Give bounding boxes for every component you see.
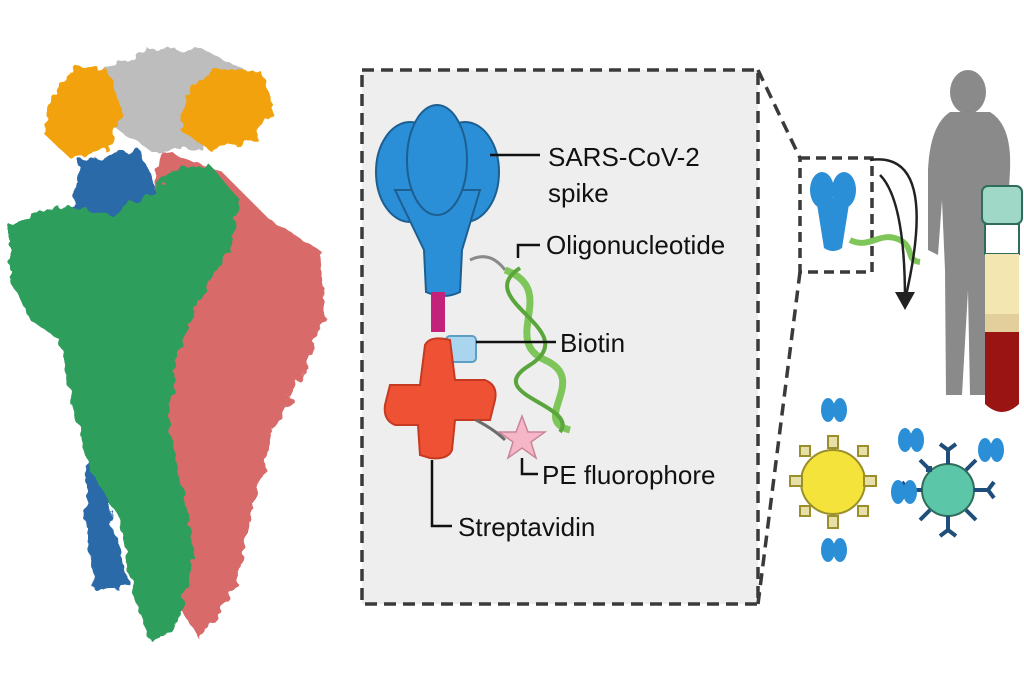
label-biotin: Biotin	[560, 328, 625, 358]
label-fluorophore: PE fluorophore	[542, 460, 715, 490]
structure-green-chain	[10, 165, 240, 640]
leader-oligo	[516, 243, 540, 258]
right-panel	[789, 70, 1023, 562]
pe-fluorophore-icon	[496, 413, 548, 460]
structure-orange-left	[45, 65, 122, 158]
label-streptavidin: Streptavidin	[458, 512, 595, 542]
label-oligonucleotide: Oligonucleotide	[546, 230, 725, 260]
spike-protein-structure	[10, 48, 325, 640]
arrow-curve-2	[879, 174, 907, 301]
blood-tube-icon	[981, 185, 1023, 412]
leader-streptavidin	[430, 460, 452, 528]
arrow-curve	[869, 158, 918, 301]
fluorophore-linker	[475, 418, 507, 442]
oligonucleotide-helix-icon	[469, 255, 572, 434]
small-probe-box	[798, 156, 874, 274]
label-spike-line2: spike	[548, 178, 609, 208]
detail-panel: SARS-CoV-2 spike Oligonucleotide Biotin …	[360, 68, 802, 606]
bead-yellow-icon	[789, 398, 877, 562]
structure-orange-right	[180, 70, 272, 150]
label-spike-line1: SARS-CoV-2	[548, 142, 700, 172]
small-spike-icon	[810, 172, 921, 265]
leader-fluorophore	[520, 458, 538, 476]
zoom-line-top	[756, 69, 802, 159]
spike-probe-icon	[375, 104, 500, 332]
human-silhouette-icon	[928, 70, 1011, 395]
zoom-line-bottom	[756, 271, 802, 605]
arrow-head-icon	[895, 292, 915, 310]
bead-teal-icon	[891, 428, 1004, 538]
streptavidin-icon	[383, 337, 497, 460]
